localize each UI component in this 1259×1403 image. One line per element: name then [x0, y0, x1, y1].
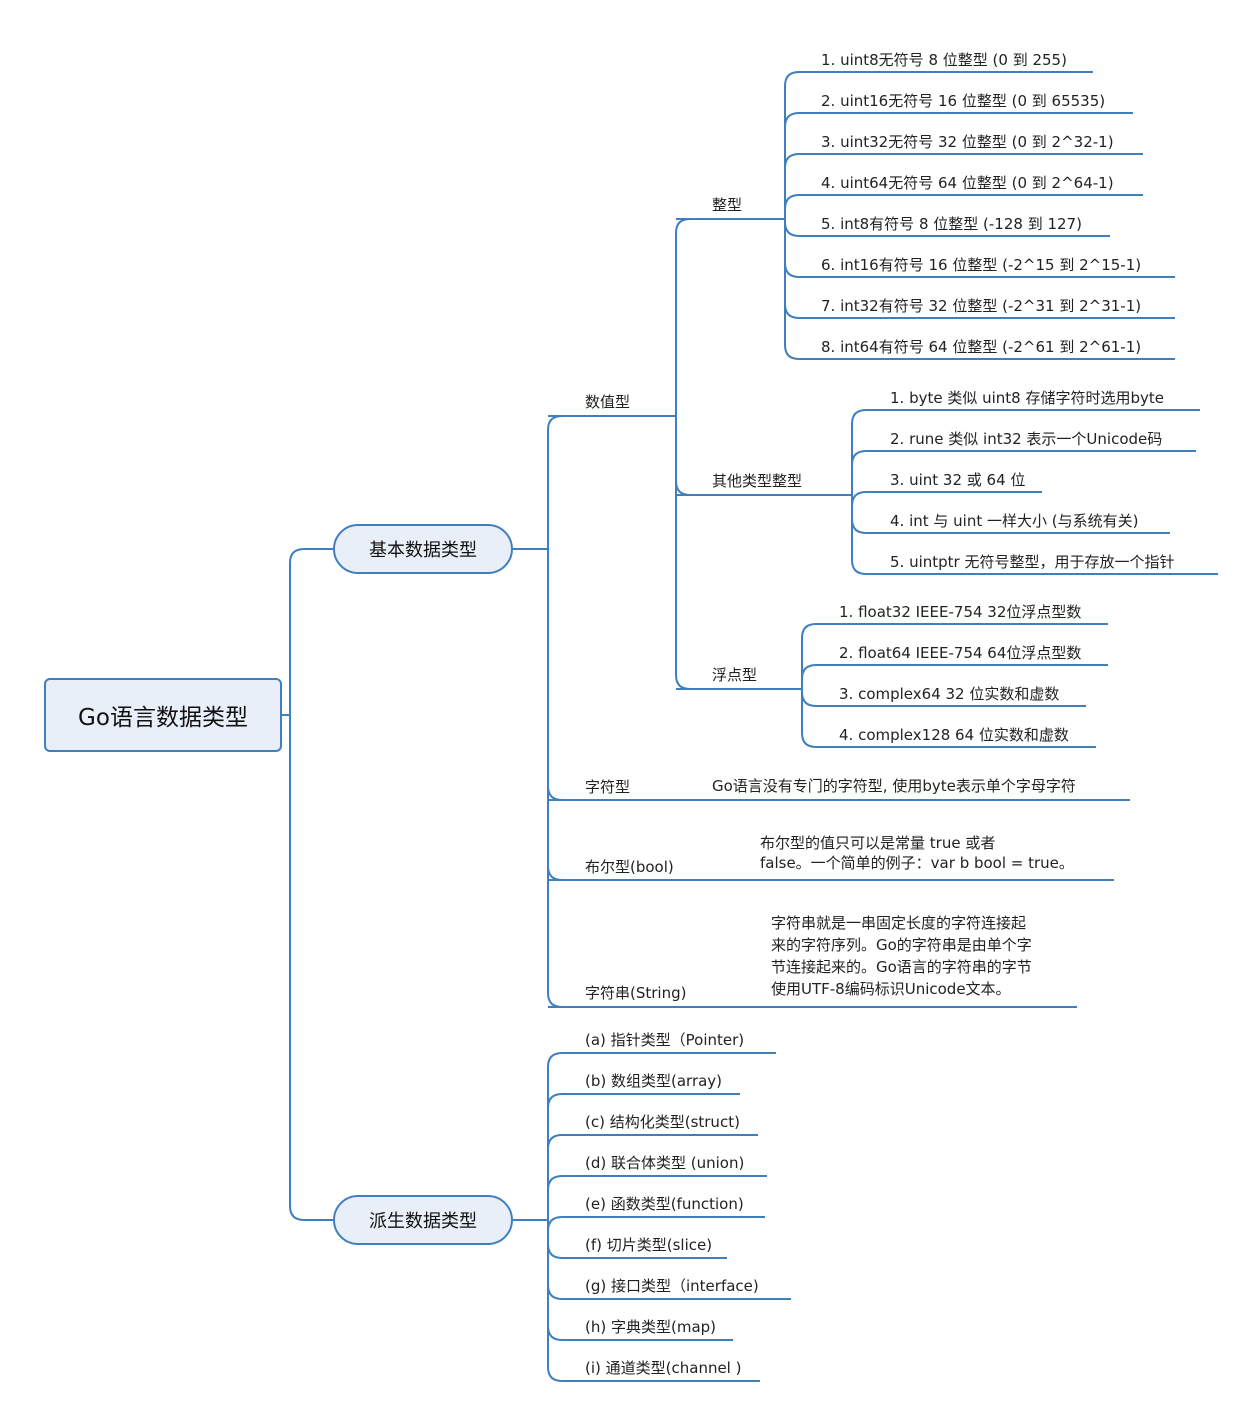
numeric-branch-0: [675, 218, 785, 416]
derived-branch-3: [547, 1175, 767, 1220]
note-bool-line-2: false。一个简单的例子：var b bool = true。: [760, 854, 1074, 872]
note-string-line-4: 使用UTF-8编码标识Unicode文本。: [771, 980, 1011, 998]
integer-branch-2: [784, 153, 1143, 219]
integer-branch-7: [784, 219, 1175, 360]
basic-branch-0: [547, 415, 676, 549]
note-string-line-3: 节连接起来的。Go语言的字符串的字节: [771, 958, 1032, 976]
root-label: Go语言数据类型: [78, 705, 248, 731]
float-branch-1: [801, 664, 1108, 689]
leaf-other-int-5[interactable]: 5. uintptr 无符号整型，用于存放一个指针: [890, 553, 1175, 571]
float-branch-0: [801, 623, 1108, 689]
leaf-derived-e[interactable]: (e) 函数类型(function): [585, 1195, 744, 1213]
integer-branch-1: [784, 112, 1133, 219]
leaf-derived-a[interactable]: (a) 指针类型（Pointer): [585, 1031, 745, 1049]
leaf-derived-f[interactable]: (f) 切片类型(slice): [585, 1236, 713, 1254]
note-string-line-1: 字符串就是一串固定长度的字符连接起: [771, 914, 1027, 932]
derived-branch-1: [547, 1093, 740, 1220]
leaf-derived-g[interactable]: (g) 接口类型（interface): [585, 1277, 759, 1295]
integer-branch-3: [784, 194, 1143, 219]
leaf-float-2[interactable]: 2. float64 IEEE-754 64位浮点型数: [839, 644, 1082, 662]
leaf-integer-6[interactable]: 6. int16有符号 16 位整型 (-2^15 到 2^15-1): [821, 256, 1142, 274]
node-numeric[interactable]: 数值型: [585, 393, 631, 411]
other-int-branch-1: [851, 450, 1196, 495]
root-node[interactable]: Go语言数据类型: [44, 678, 282, 752]
branch-basic-label: 基本数据类型: [369, 540, 477, 561]
derived-branch-0: [547, 1052, 776, 1220]
numeric-branch-2: [675, 416, 802, 690]
branch-derived-types[interactable]: 派生数据类型: [333, 1195, 513, 1245]
note-bool: 布尔型的值只可以是常量 true 或者 false。一个简单的例子：var b …: [760, 833, 1074, 873]
node-float[interactable]: 浮点型: [712, 666, 758, 684]
other-int-branch-4: [851, 495, 1218, 575]
derived-branch-2: [547, 1134, 758, 1220]
leaf-derived-b[interactable]: (b) 数组类型(array): [585, 1072, 723, 1090]
leaf-integer-5[interactable]: 5. int8有符号 8 位整型 (-128 到 127): [821, 215, 1082, 233]
node-integer[interactable]: 整型: [712, 196, 743, 214]
leaf-integer-2[interactable]: 2. uint16无符号 16 位整型 (0 到 65535): [821, 92, 1106, 110]
node-string[interactable]: 字符串(String): [585, 984, 687, 1002]
note-string: 字符串就是一串固定长度的字符连接起 来的字符序列。Go的字符串是由单个字 节连接…: [771, 912, 1032, 1000]
derived-branch-8: [547, 1220, 760, 1382]
node-char[interactable]: 字符型: [585, 778, 631, 796]
leaf-other-int-2[interactable]: 2. rune 类似 int32 表示一个Unicode码: [890, 430, 1163, 448]
leaf-other-int-3[interactable]: 3. uint 32 或 64 位: [890, 471, 1026, 489]
node-other-int[interactable]: 其他类型整型: [712, 472, 803, 490]
node-bool[interactable]: 布尔型(bool): [585, 858, 674, 876]
leaf-integer-7[interactable]: 7. int32有符号 32 位整型 (-2^31 到 2^31-1): [821, 297, 1142, 315]
other-int-branch-2: [851, 491, 1042, 507]
note-bool-line-1: 布尔型的值只可以是常量 true 或者: [760, 834, 996, 852]
leaf-float-4[interactable]: 4. complex128 64 位实数和虚数: [839, 726, 1069, 744]
root-branch-0: [289, 548, 333, 715]
leaf-integer-3[interactable]: 3. uint32无符号 32 位整型 (0 到 2^32-1): [821, 133, 1114, 151]
leaf-integer-8[interactable]: 8. int64有符号 64 位整型 (-2^61 到 2^61-1): [821, 338, 1142, 356]
leaf-other-int-1[interactable]: 1. byte 类似 uint8 存储字符时选用byte: [890, 389, 1165, 407]
leaf-derived-c[interactable]: (c) 结构化类型(struct): [585, 1113, 740, 1131]
integer-branch-0: [784, 71, 1093, 219]
float-branch-3: [801, 689, 1096, 748]
derived-branch-4: [547, 1216, 765, 1232]
basic-branch-1: [547, 549, 713, 801]
other-int-branch-0: [851, 409, 1200, 495]
branch-basic-types[interactable]: 基本数据类型: [333, 524, 513, 574]
branch-derived-label: 派生数据类型: [369, 1211, 477, 1232]
basic-branch-2: [547, 549, 760, 881]
leaf-float-1[interactable]: 1. float32 IEEE-754 32位浮点型数: [839, 603, 1082, 621]
note-string-line-2: 来的字符序列。Go的字符串是由单个字: [771, 936, 1032, 954]
leaf-derived-h[interactable]: (h) 字典类型(map): [585, 1318, 717, 1336]
root-branch-1: [289, 715, 333, 1221]
leaf-derived-i[interactable]: (i) 通道类型(channel ): [585, 1359, 742, 1377]
leaf-derived-d[interactable]: (d) 联合体类型 (union): [585, 1154, 745, 1172]
leaf-float-3[interactable]: 3. complex64 32 位实数和虚数: [839, 685, 1060, 703]
leaf-integer-4[interactable]: 4. uint64无符号 64 位整型 (0 到 2^64-1): [821, 174, 1114, 192]
leaf-other-int-4[interactable]: 4. int 与 uint 一样大小 (与系统有关): [890, 512, 1139, 530]
leaf-integer-1[interactable]: 1. uint8无符号 8 位整型 (0 到 255): [821, 51, 1067, 69]
note-char: Go语言没有专门的字符型, 使用byte表示单个字母字符: [712, 777, 1076, 795]
